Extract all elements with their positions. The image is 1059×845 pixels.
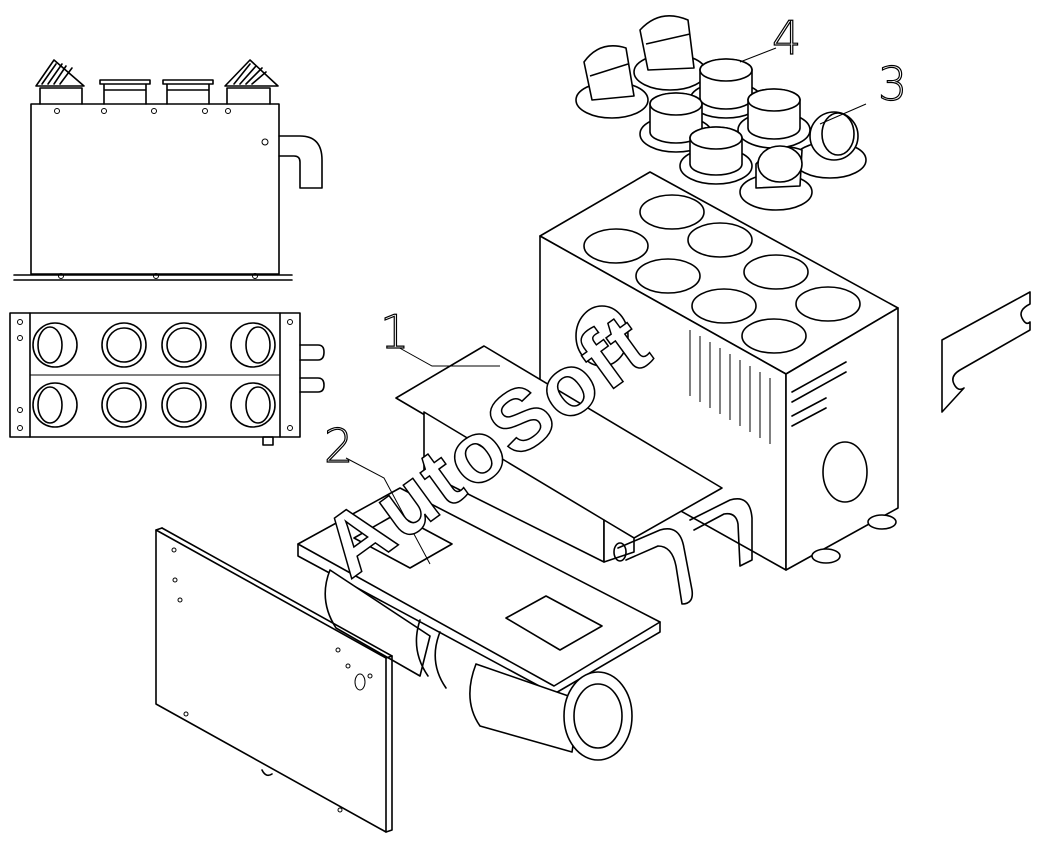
main-housing <box>539 171 899 571</box>
plan-view-drawing <box>9 312 325 446</box>
gasket-plate <box>941 291 1031 413</box>
callout-part-1: 1 <box>380 305 409 359</box>
callout-part-3: 3 <box>878 57 907 111</box>
blower-housing-part-2 <box>297 487 661 761</box>
outlet-fittings-group <box>575 14 867 211</box>
side-view-drawing <box>13 59 323 281</box>
side-cover-panel <box>155 527 393 833</box>
leader-lines <box>345 47 867 565</box>
callout-part-4: 4 <box>772 11 801 65</box>
heater-core-part-1 <box>395 345 753 605</box>
callout-part-2: 2 <box>324 419 353 473</box>
